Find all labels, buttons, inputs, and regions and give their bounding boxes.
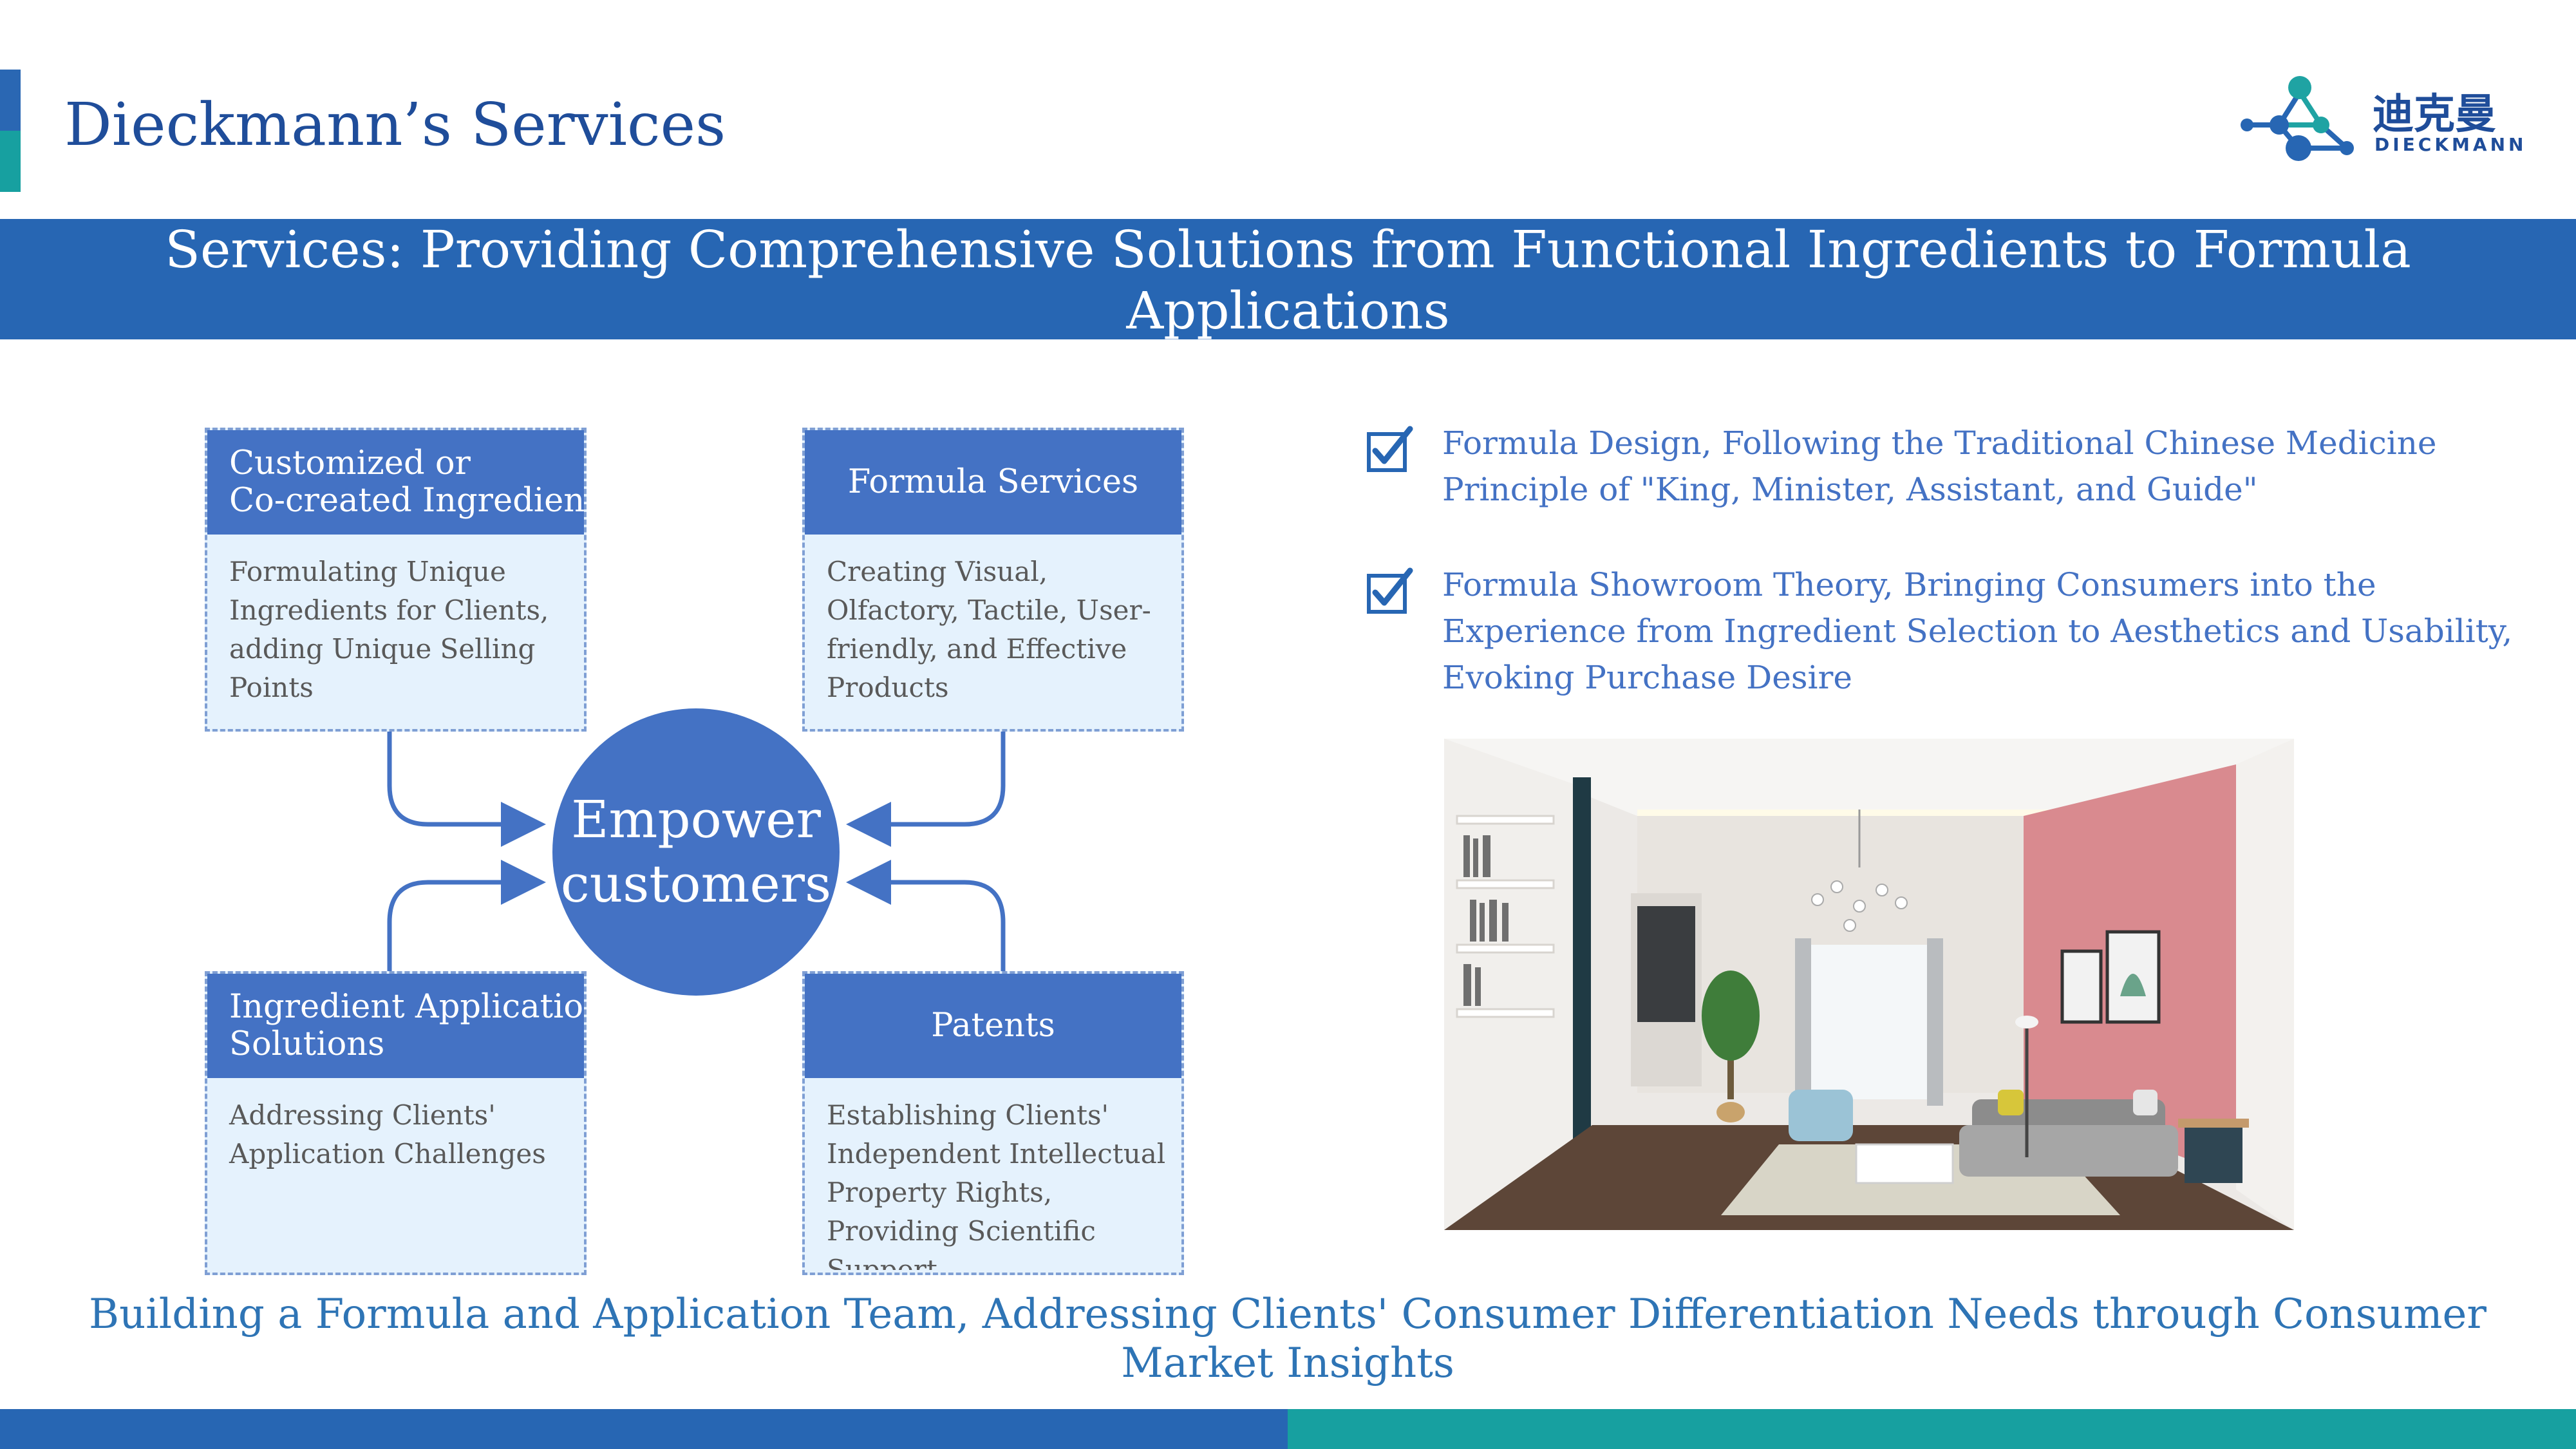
molecule-icon bbox=[2241, 76, 2354, 161]
point-text: Formula Design, Following the Traditiona… bbox=[1442, 424, 2437, 508]
company-logo: 迪克曼 DIECKMANN bbox=[2241, 76, 2523, 166]
accent-bar-bottom bbox=[0, 131, 21, 192]
card-title-line2: Solutions bbox=[229, 1025, 385, 1063]
logo-cn-text: 迪克曼 bbox=[2373, 91, 2496, 138]
footer-statement: Building a Formula and Application Team,… bbox=[89, 1291, 2487, 1387]
banner-text: Services: Providing Comprehensive Soluti… bbox=[165, 220, 2411, 341]
page-title: Dieckmann’s Services bbox=[64, 90, 726, 159]
card-body: Formulating Unique Ingredients for Clien… bbox=[229, 556, 549, 703]
checkbox-checked-icon bbox=[1367, 567, 1413, 614]
card-header: Patents bbox=[805, 974, 1181, 1078]
hub-line2: customers bbox=[560, 854, 832, 914]
footer-bar-teal bbox=[1288, 1409, 2576, 1449]
card-title-line1: Formula Services bbox=[847, 463, 1139, 501]
logo-en-text: DIECKMANN bbox=[2374, 134, 2527, 155]
card-title-line2: Co-created Ingredients bbox=[229, 482, 584, 520]
card-body: Establishing Clients' Independent Intell… bbox=[827, 1099, 1166, 1270]
showroom-photo bbox=[1444, 739, 2294, 1230]
card-title-line1: Ingredient Application bbox=[229, 988, 584, 1026]
arrow-bottom-right bbox=[846, 860, 1006, 971]
footer-bar-blue bbox=[0, 1409, 1288, 1449]
accent-bar-top bbox=[0, 70, 21, 131]
card-body: Creating Visual, Olfactory, Tactile, Use… bbox=[827, 556, 1151, 703]
section-banner: Services: Providing Comprehensive Soluti… bbox=[0, 219, 2576, 341]
card-body: Addressing Clients' Application Challeng… bbox=[229, 1099, 546, 1170]
arrow-top-left bbox=[387, 732, 546, 847]
card-header: Formula Services bbox=[805, 430, 1181, 535]
point-showroom-theory: Formula Showroom Theory, Bringing Consum… bbox=[1365, 562, 2537, 703]
hub-circle: Empower customers bbox=[552, 708, 840, 996]
arrow-top-right bbox=[846, 732, 1006, 847]
card-header: Customized or Co-created Ingredients bbox=[207, 430, 584, 535]
card-ingredient-application: Ingredient Application Solutions Address… bbox=[205, 971, 587, 1275]
hub-line1: Empower bbox=[571, 790, 821, 849]
card-title-line1: Patents bbox=[931, 1007, 1055, 1045]
point-formula-design: Formula Design, Following the Traditiona… bbox=[1365, 420, 2537, 516]
arrow-bottom-left bbox=[387, 860, 546, 971]
card-title-line1: Customized or bbox=[229, 444, 471, 482]
card-formula-services: Formula Services Creating Visual, Olfact… bbox=[802, 428, 1184, 732]
card-patents: Patents Establishing Clients' Independen… bbox=[802, 971, 1184, 1275]
point-text: Formula Showroom Theory, Bringing Consum… bbox=[1442, 566, 2513, 696]
checkbox-checked-icon bbox=[1367, 426, 1413, 472]
card-customized-ingredients: Customized or Co-created Ingredients For… bbox=[205, 428, 587, 732]
card-header: Ingredient Application Solutions bbox=[207, 974, 584, 1078]
